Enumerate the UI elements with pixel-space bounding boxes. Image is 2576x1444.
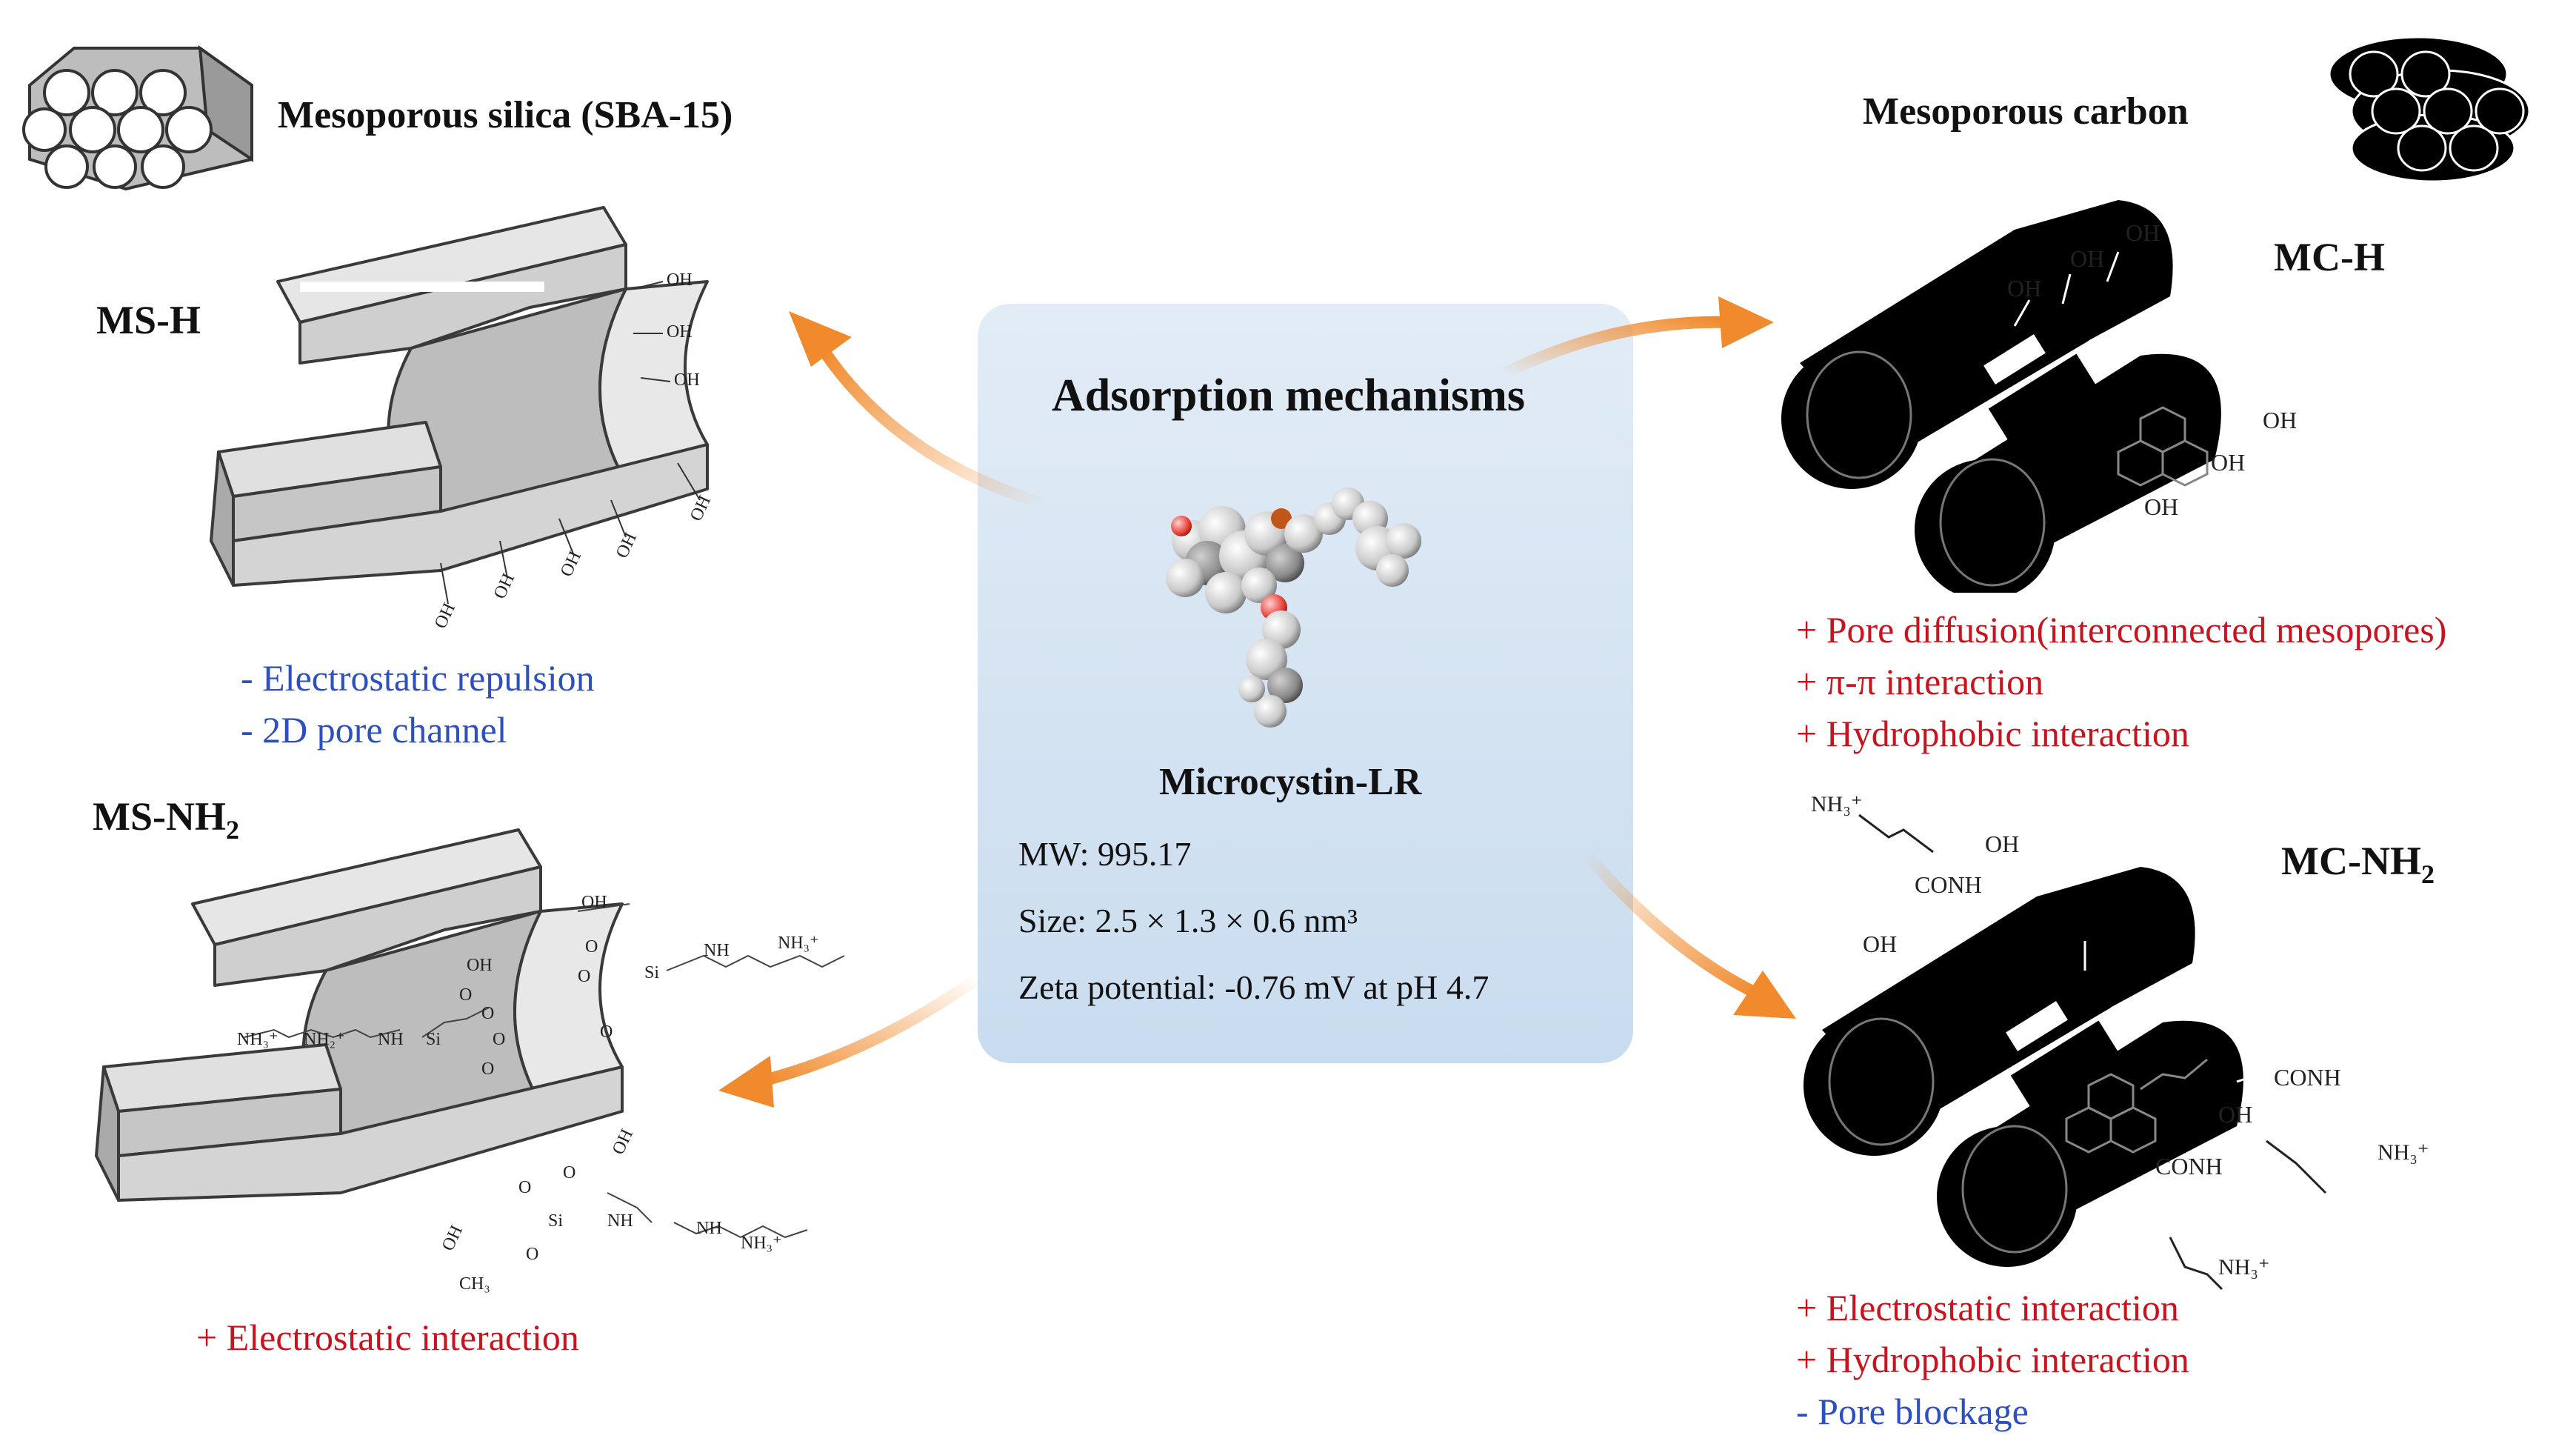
ms-h-oh-1: OH: [667, 270, 693, 290]
mc-h-oh-4: OH: [2263, 407, 2297, 433]
ms-h-point-1: - Electrostatic repulsion: [241, 657, 595, 699]
ms-nh2-nh-inner: NH: [378, 1030, 404, 1049]
ms-nh2-sub: 2: [225, 814, 239, 845]
arrow-head-ms-h: [789, 311, 852, 367]
ms-nh2-nh-outer-1: NH: [704, 941, 730, 960]
mc-nh2-nh3-1: NH₃⁺: [1811, 793, 1863, 816]
cmk-icon: [2328, 36, 2531, 183]
ms-h-oh-8: OH: [687, 493, 715, 524]
ms-h-oh-7: OH: [613, 530, 641, 561]
ms-nh2-si-outer: Si: [644, 963, 659, 982]
ms-nh2-o-2: O: [481, 1004, 494, 1023]
mc-nh2-oh-3: OH: [2218, 1101, 2252, 1128]
arrow-to-ms-nh2: [757, 973, 981, 1088]
mc-h-point-3: + Hydrophobic interaction: [1796, 713, 2189, 754]
silica-title: Mesoporous silica (SBA-15): [278, 94, 733, 136]
mc-nh2-conh-1: CONH: [1915, 871, 1982, 898]
ms-nh2-o-3: O: [493, 1030, 505, 1049]
ms-h-point-2: - 2D pore channel: [241, 709, 507, 751]
arrow-head-mc-h: [1718, 296, 1774, 348]
mc-nh2-point-3: - Pore blockage: [1796, 1391, 2029, 1432]
mc-h-oh-2: OH: [2126, 219, 2160, 246]
mc-nh2-oh-1: OH: [1985, 831, 2019, 857]
arrow-head-ms-nh2: [718, 1056, 774, 1108]
ms-h-oh-5: OH: [431, 600, 459, 631]
carbon-title: Mesoporous carbon: [1863, 90, 2189, 133]
ms-h-oh-4: OH: [490, 570, 518, 602]
ms-nh2-si-inner: Si: [426, 1030, 441, 1049]
ms-nh2-nh2-inner: NH₂⁺: [304, 1030, 345, 1049]
molecule-size: Size: 2.5 × 1.3 × 0.6 nm³: [1018, 902, 1358, 939]
ms-nh2-si-bottom: Si: [548, 1211, 563, 1231]
ms-nh2-ch3: CH₃: [459, 1274, 490, 1294]
arrow-to-mc-h: [1501, 316, 1734, 380]
ms-nh2-pore: NH₃⁺ NH₂⁺ NH Si O O O O OH OH O O O Si N…: [95, 828, 845, 1294]
center-panel: [978, 304, 1633, 1063]
mc-nh2-nh3-2: NH₃⁺: [2378, 1140, 2429, 1165]
ms-nh2-nh3-inner: NH₃⁺: [237, 1030, 278, 1049]
mc-nh2-nh3-3: NH₃⁺: [2218, 1255, 2270, 1280]
mc-h-oh-3: OH: [2007, 275, 2041, 302]
mc-nh2-point-1: + Electrostatic interaction: [1796, 1287, 2179, 1328]
ms-nh2-o-10: O: [526, 1245, 538, 1264]
molecule-name: Microcystin-LR: [1159, 761, 1422, 803]
ms-nh2-o-5: O: [585, 937, 598, 956]
ms-h-pore: OH OH OH OH OH OH OH OH: [210, 206, 715, 632]
molecule-mw: MW: 995.17: [1018, 835, 1192, 873]
ms-nh2-o-1: O: [459, 985, 472, 1005]
arrow-to-ms-h: [817, 345, 1047, 510]
mc-nh2-sub: 2: [2420, 859, 2435, 889]
arrow-to-mc-nh2: [1580, 848, 1758, 999]
ms-nh2-oh-inner: OH: [467, 956, 493, 975]
ms-nh2-oh-bottom-2: OH: [438, 1222, 467, 1254]
ms-h-label: MS-H: [96, 298, 201, 342]
ms-nh2-nh3-outer: NH₃⁺: [778, 934, 819, 953]
ms-nh2-point-1: + Electrostatic interaction: [196, 1317, 579, 1358]
molecule-image: [1166, 488, 1421, 728]
ms-h-oh-3: OH: [674, 370, 700, 390]
sba15-icon: [22, 44, 253, 191]
mc-h-oh-6: OH: [2144, 493, 2178, 520]
ms-nh2-nh-outer-3: NH: [696, 1219, 722, 1238]
ms-h-oh-2: OH: [667, 322, 693, 342]
arrow-head-mc-nh2: [1733, 971, 1796, 1019]
ms-nh2-o-8: O: [563, 1163, 575, 1182]
mc-h-label: MC-H: [2274, 235, 2385, 279]
mc-h-point-1: + Pore diffusion(interconnected mesopore…: [1796, 609, 2447, 651]
mc-h-oh-1: OH: [2070, 245, 2104, 272]
ms-nh2-o-7: O: [600, 1022, 613, 1042]
mc-h-point-2: + π-π interaction: [1796, 661, 2044, 702]
ms-nh2-oh-bottom-1: OH: [609, 1126, 637, 1157]
ms-nh2-o-4: O: [481, 1059, 494, 1079]
mc-nh2-oh-2: OH: [1863, 931, 1897, 957]
molecule-zeta: Zeta potential: -0.76 mV at pH 4.7: [1018, 968, 1489, 1006]
ms-nh2-o-6: O: [578, 967, 590, 986]
mc-nh2-point-2: + Hydrophobic interaction: [1796, 1339, 2189, 1380]
center-title: Adsorption mechanisms: [1052, 370, 1526, 421]
ms-h-oh-6: OH: [557, 548, 585, 579]
mc-h-oh-5: OH: [2211, 449, 2245, 476]
mc-h-rods: OH OH OH OH OH OH: [1781, 200, 2297, 593]
ms-nh2-o-9: O: [518, 1178, 531, 1197]
ms-nh2-nh-outer-2: NH: [607, 1211, 633, 1231]
mc-nh2-label: MC-NH2: [2281, 839, 2435, 889]
mc-nh2-conh-3: CONH: [2155, 1153, 2223, 1180]
ms-nh2-nh3-outer-2: NH₃⁺: [741, 1234, 782, 1253]
mc-nh2-conh-2: CONH: [2274, 1064, 2341, 1091]
ms-nh2-oh-top: OH: [581, 893, 607, 912]
ms-nh2-label: MS-NH2: [93, 794, 239, 845]
mc-nh2-rods: NH₃⁺ CONH OH OH CONH OH NH₃⁺ CONH NH₃⁺: [1803, 793, 2429, 1291]
